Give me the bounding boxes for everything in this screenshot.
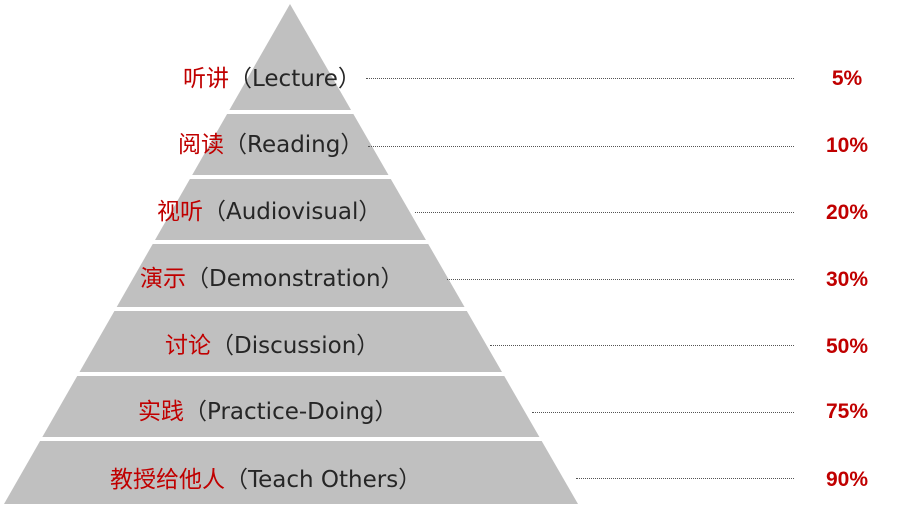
level-label-audiovisual: 视听（Audiovisual）: [157, 197, 381, 227]
leader-line: [415, 212, 794, 213]
level-name-cn: 实践: [138, 399, 184, 425]
level-name-en: （Reading）: [224, 132, 364, 158]
level-label-discussion: 讨论（Discussion）: [165, 331, 379, 361]
level-name-en: （Audiovisual）: [203, 199, 382, 225]
leader-line: [447, 279, 794, 280]
level-name-en: （Teach Others）: [225, 467, 422, 493]
percent-audiovisual: 20%: [825, 201, 869, 224]
level-name-cn: 演示: [140, 266, 186, 292]
level-label-practice-doing: 实践（Practice-Doing）: [138, 397, 398, 427]
level-name-cn: 听讲: [183, 66, 229, 92]
level-name-en: （Demonstration）: [186, 266, 404, 292]
level-name-cn: 阅读: [178, 132, 224, 158]
percent-demonstration: 30%: [825, 268, 869, 291]
pyramid-dividers: [36, 110, 543, 441]
level-label-reading: 阅读（Reading）: [178, 130, 363, 160]
leader-line: [368, 146, 794, 147]
level-name-cn: 视听: [157, 199, 203, 225]
leader-line: [366, 78, 794, 79]
level-name-en: （Practice-Doing）: [184, 399, 398, 425]
percent-practice-doing: 75%: [825, 400, 869, 423]
level-label-teach-others: 教授给他人（Teach Others）: [110, 465, 421, 495]
leader-line: [532, 412, 794, 413]
level-name-cn: 教授给他人: [110, 467, 225, 493]
percent-lecture: 5%: [831, 67, 863, 90]
pyramid-body: [4, 4, 578, 504]
leader-line: [576, 478, 794, 479]
leader-line: [490, 345, 794, 346]
level-label-demonstration: 演示（Demonstration）: [140, 264, 404, 294]
percent-teach-others: 90%: [825, 468, 869, 491]
level-name-en: （Discussion）: [211, 333, 380, 359]
percent-reading: 10%: [825, 134, 869, 157]
level-name-cn: 讨论: [165, 333, 211, 359]
percent-discussion: 50%: [825, 335, 869, 358]
level-name-en: （Lecture）: [229, 66, 361, 92]
level-label-lecture: 听讲（Lecture）: [183, 64, 361, 94]
